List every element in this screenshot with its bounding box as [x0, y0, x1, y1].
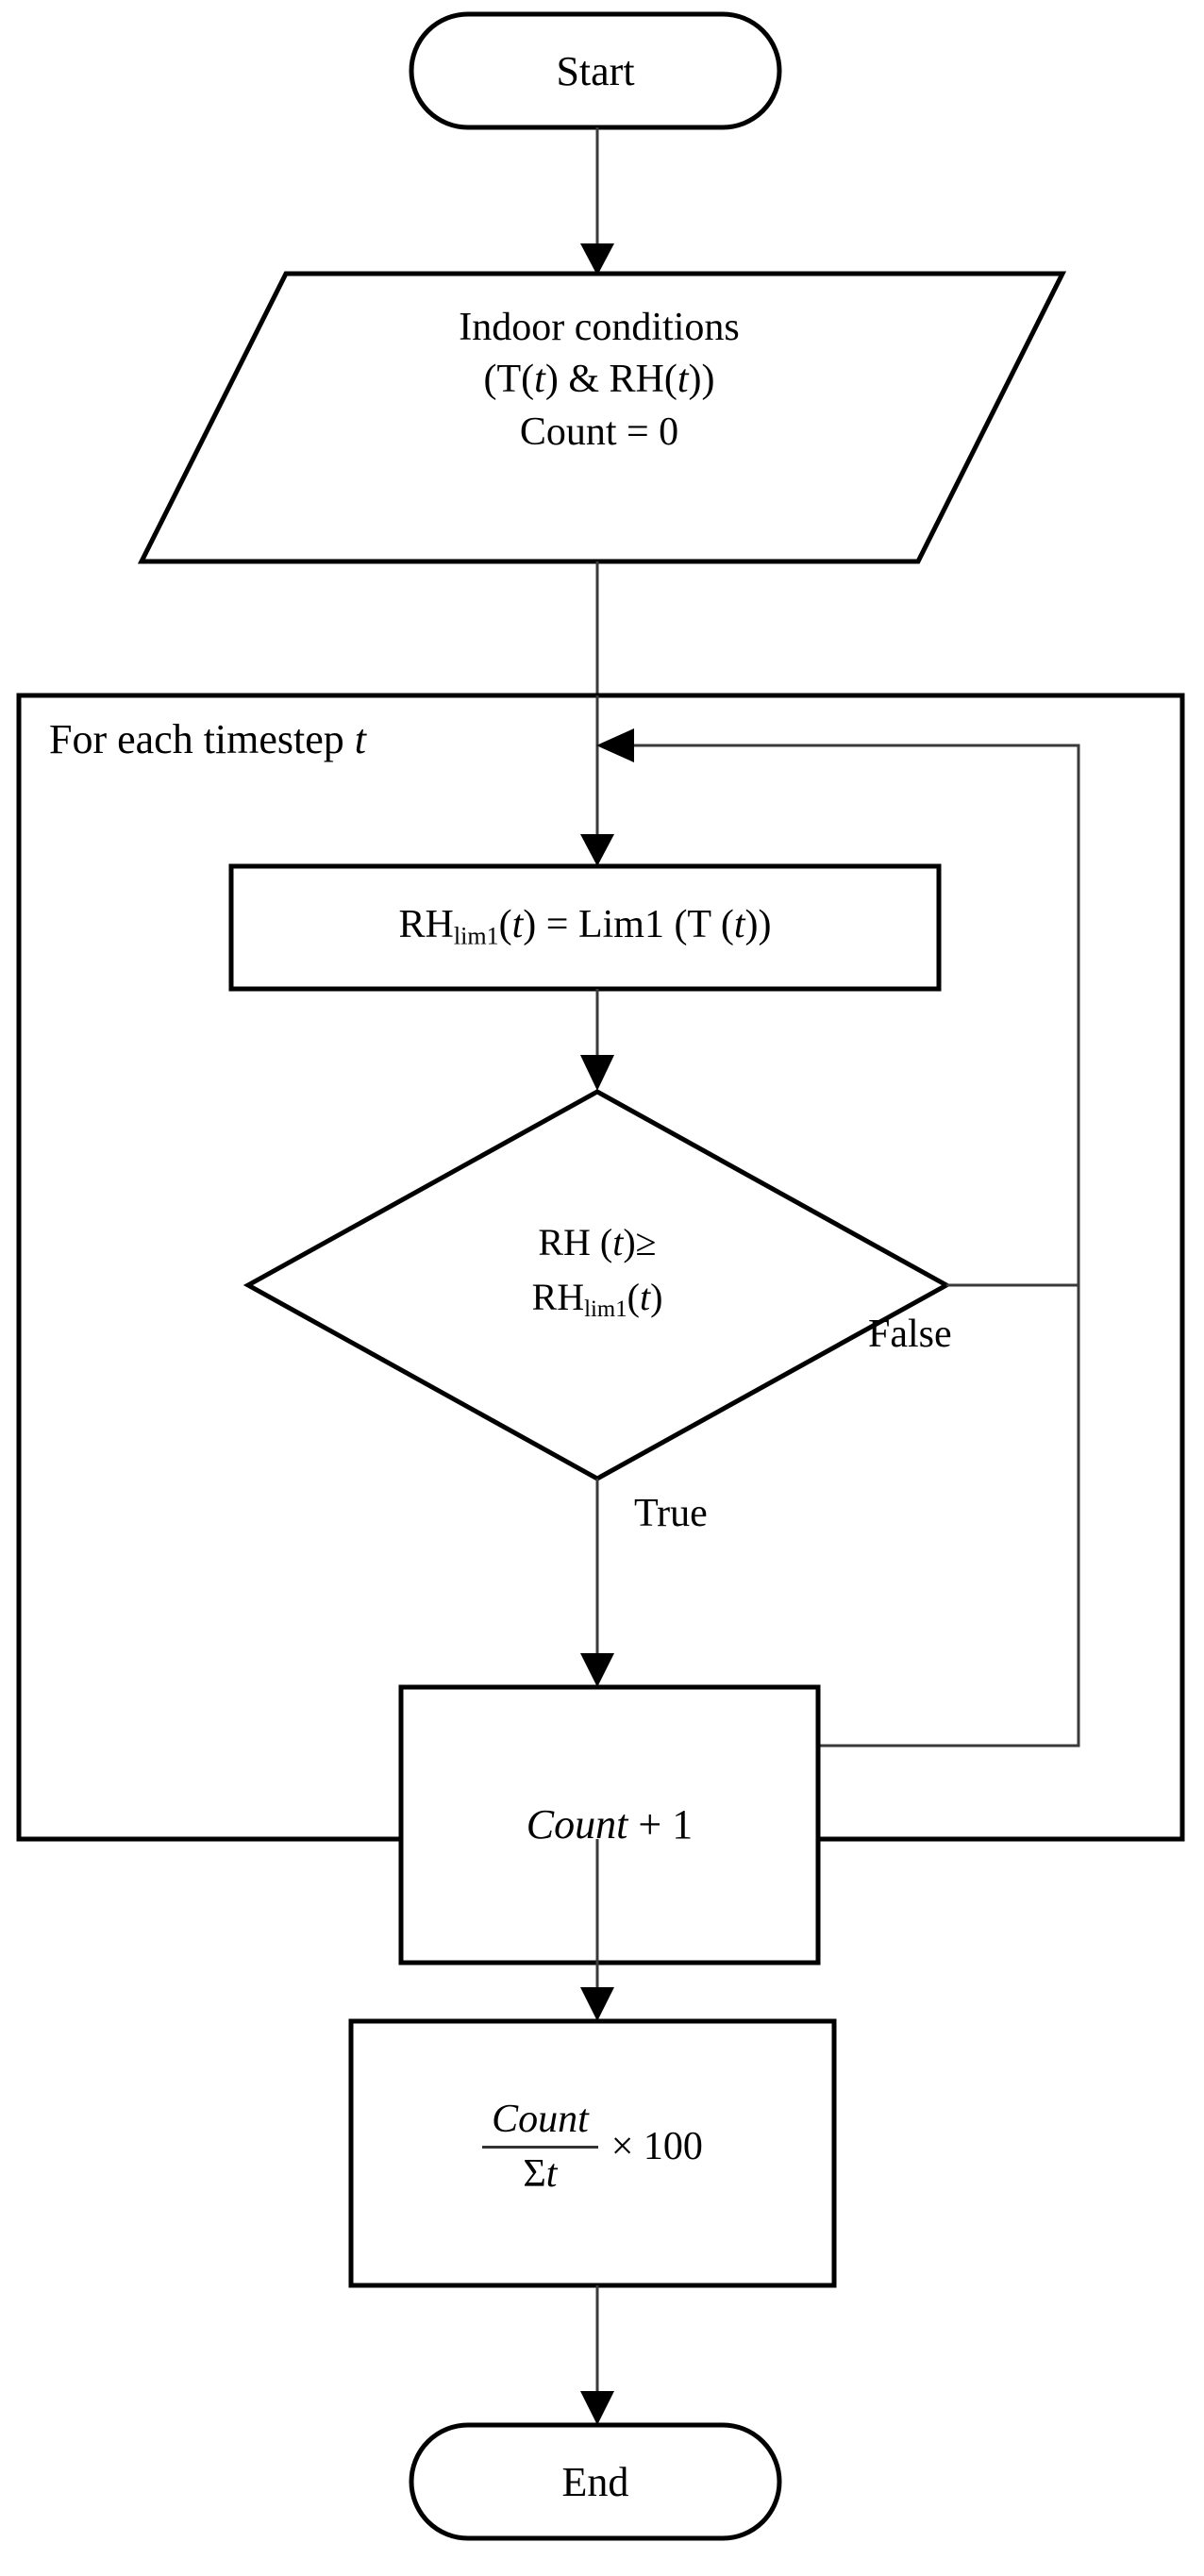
start-node-shape	[409, 11, 782, 130]
start-node-label: Start	[556, 48, 635, 94]
count-expr: + 1	[627, 1801, 694, 1848]
input-node-label: Indoor conditions (T(t) & RH(t)) Count =…	[283, 302, 915, 459]
input-var-t-1: t	[534, 358, 545, 402]
loop-container-label: For each timestep t	[49, 716, 367, 762]
count-var: Count	[526, 1801, 628, 1848]
arrow-percentage-to-end	[580, 2391, 614, 2425]
process-subscript: lim1	[453, 922, 499, 950]
arrow-true-to-count	[580, 1653, 614, 1687]
percentage-multiplier: × 100	[610, 2124, 703, 2168]
percentage-fraction: Count Σt	[482, 2097, 598, 2198]
sigma-symbol: Σ	[523, 2151, 546, 2196]
process-limit-label: RHlim1(t) = Lim1 (T (t))	[398, 903, 772, 950]
input-line-3: Count = 0	[519, 410, 679, 454]
process-limit-shape	[228, 863, 942, 992]
arrow-to-percentage	[580, 1987, 614, 2021]
loop-var-t: t	[354, 716, 367, 762]
edge-label-true: True	[634, 1492, 708, 1535]
decision-line-1: RH (t)≥	[538, 1221, 657, 1263]
edge-label-false: False	[868, 1313, 952, 1356]
arrow-loop-to-process	[580, 834, 614, 866]
decision-node-label: RH (t)≥ RHlim1(t)	[385, 1215, 810, 1327]
count-increment-label: Count + 1	[401, 1800, 818, 1849]
arrow-start-to-input	[580, 243, 614, 276]
arrow-process-to-decision	[580, 1055, 614, 1091]
percentage-shape	[348, 2018, 837, 2288]
end-node-label: End	[561, 2459, 629, 2505]
percentage-label: Count Σt × 100	[351, 2097, 834, 2198]
end-node-shape	[409, 2422, 782, 2541]
arrow-feedback-into-loop	[596, 728, 634, 762]
percentage-numerator: Count	[482, 2097, 598, 2149]
input-line-2: (T(t) & RH(t))	[483, 358, 715, 402]
process-var-t-1: t	[511, 903, 524, 946]
input-var-t-2: t	[677, 358, 689, 402]
percentage-var-t: t	[545, 2151, 558, 2196]
decision-line-2: RHlim1(t)	[531, 1276, 663, 1322]
decision-var-t-2: t	[639, 1276, 651, 1318]
connector-feedback-loop	[634, 744, 1080, 1748]
count-increment-shape	[398, 1684, 821, 1965]
percentage-denominator: Σt	[482, 2149, 598, 2199]
decision-var-t-1: t	[612, 1221, 624, 1263]
input-node-shape	[137, 271, 1067, 564]
input-line-1: Indoor conditions	[459, 306, 740, 349]
decision-subscript: lim1	[584, 1296, 627, 1322]
process-var-t-2: t	[733, 903, 745, 946]
